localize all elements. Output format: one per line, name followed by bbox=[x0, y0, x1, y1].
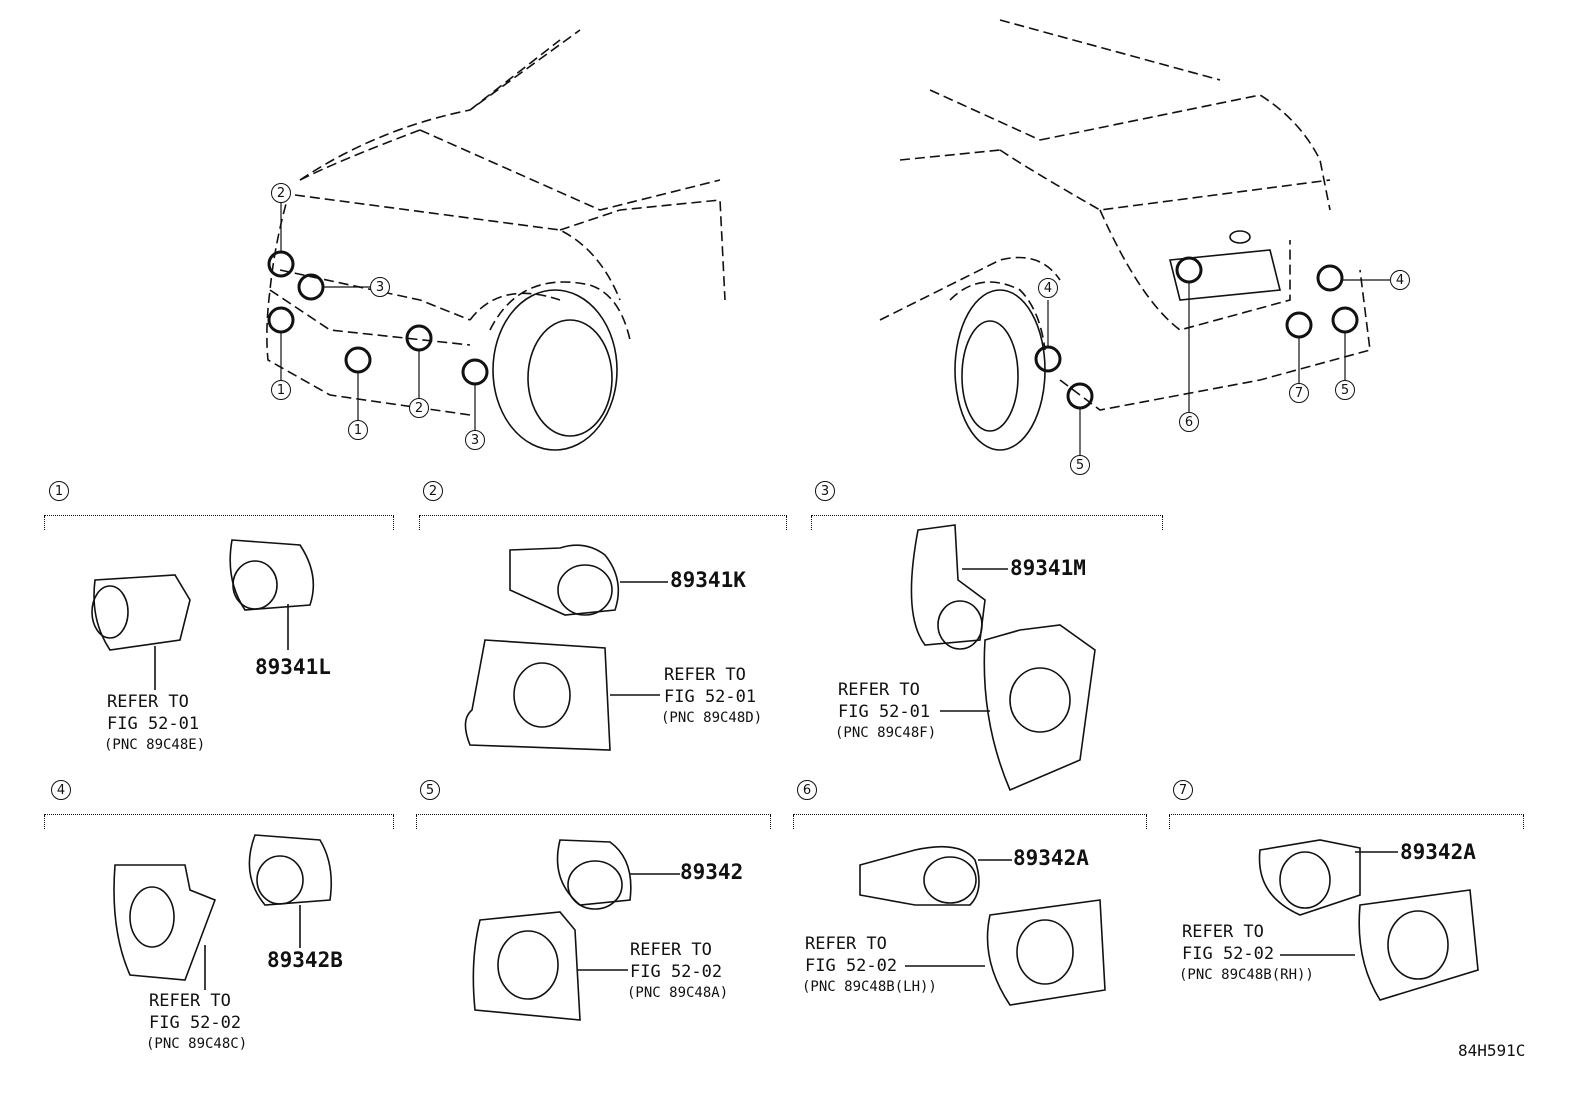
rear-callout-4-right: 4 bbox=[1390, 270, 1410, 290]
front-callout-2-top: 2 bbox=[271, 183, 291, 203]
part-sketch-2 bbox=[464, 544, 668, 751]
group-6-part-number: 89342A bbox=[1013, 846, 1089, 870]
group-6-bracket bbox=[793, 814, 1147, 829]
group-1-refer-line2: FIG 52-01 bbox=[107, 714, 200, 734]
group-3-refer-line2: FIG 52-01 bbox=[838, 702, 931, 722]
group-4-refer-line1: REFER TO bbox=[149, 991, 231, 1011]
group-3-refer-line1: REFER TO bbox=[838, 680, 920, 700]
group-1-number: 1 bbox=[49, 481, 69, 501]
rear-callout-6: 6 bbox=[1179, 412, 1199, 432]
front-wheel bbox=[489, 281, 631, 451]
group-4-number: 4 bbox=[51, 780, 71, 800]
part-sketch-5 bbox=[472, 839, 680, 1021]
group-4-part-number: 89342B bbox=[267, 948, 343, 972]
group-6-refer-line1: REFER TO bbox=[805, 934, 887, 954]
rear-callout-5-right: 5 bbox=[1335, 380, 1355, 400]
group-7-number: 7 bbox=[1173, 780, 1193, 800]
front-callout-3-lower: 3 bbox=[465, 430, 485, 450]
rear-sensor-markers bbox=[1034, 256, 1359, 410]
group-2-number: 2 bbox=[423, 481, 443, 501]
group-7-bracket bbox=[1169, 814, 1524, 829]
group-3-part-number: 89341M bbox=[1010, 556, 1086, 580]
group-5-pnc: (PNC 89C48A) bbox=[627, 985, 729, 1001]
part-sketch-1 bbox=[91, 539, 315, 690]
front-callout-3-upper: 3 bbox=[370, 277, 390, 297]
rear-callout-4-left: 4 bbox=[1038, 278, 1058, 298]
group-7-refer-line1: REFER TO bbox=[1182, 922, 1264, 942]
group-4-bracket bbox=[44, 814, 394, 829]
group-1-bracket bbox=[44, 515, 394, 530]
group-2-bracket bbox=[419, 515, 787, 530]
rear-callout-5-left: 5 bbox=[1070, 455, 1090, 475]
group-2-refer-line2: FIG 52-01 bbox=[664, 687, 757, 707]
group-3-number: 3 bbox=[815, 481, 835, 501]
group-1-pnc: (PNC 89C48E) bbox=[104, 737, 206, 753]
group-2-refer-line1: REFER TO bbox=[664, 665, 746, 685]
group-2-pnc: (PNC 89C48D) bbox=[661, 710, 763, 726]
front-callout-1-left: 1 bbox=[271, 380, 291, 400]
front-callout-1-center: 1 bbox=[348, 420, 368, 440]
group-3-bracket bbox=[811, 515, 1163, 530]
rear-wheel bbox=[949, 281, 1046, 451]
group-1-part-number: 89341L bbox=[255, 655, 331, 679]
group-5-number: 5 bbox=[420, 780, 440, 800]
rear-callout-7: 7 bbox=[1289, 383, 1309, 403]
group-2-part-number: 89341K bbox=[670, 568, 746, 592]
group-5-part-number: 89342 bbox=[680, 860, 744, 884]
group-6-refer-line2: FIG 52-02 bbox=[805, 956, 898, 976]
front-callout-2-lower: 2 bbox=[409, 398, 429, 418]
part-sketch-4 bbox=[113, 834, 333, 990]
part-sketch-3 bbox=[910, 524, 1096, 792]
group-1-refer-line1: REFER TO bbox=[107, 692, 189, 712]
front-leader-lines bbox=[280, 203, 476, 430]
group-3-pnc: (PNC 89C48F) bbox=[835, 725, 937, 741]
rear-car-illustration bbox=[879, 19, 1371, 411]
group-5-bracket bbox=[416, 814, 771, 829]
group-6-pnc: (PNC 89C48B(LH)) bbox=[802, 979, 937, 995]
group-5-refer-line2: FIG 52-02 bbox=[630, 962, 723, 982]
part-sketch-7 bbox=[1258, 839, 1479, 1001]
group-7-part-number: 89342A bbox=[1400, 840, 1476, 864]
front-car-illustration bbox=[266, 29, 726, 416]
group-7-pnc: (PNC 89C48B(RH)) bbox=[1179, 967, 1314, 983]
group-4-refer-line2: FIG 52-02 bbox=[149, 1013, 242, 1033]
group-5-refer-line1: REFER TO bbox=[630, 940, 712, 960]
rear-leader-lines bbox=[1047, 279, 1390, 455]
group-4-pnc: (PNC 89C48C) bbox=[146, 1036, 248, 1052]
group-7-refer-line2: FIG 52-02 bbox=[1182, 944, 1275, 964]
figure-code: 84H591C bbox=[1458, 1041, 1526, 1060]
front-sensor-markers bbox=[267, 250, 489, 386]
group-6-number: 6 bbox=[797, 780, 817, 800]
part-sketch-6 bbox=[859, 845, 1106, 1006]
